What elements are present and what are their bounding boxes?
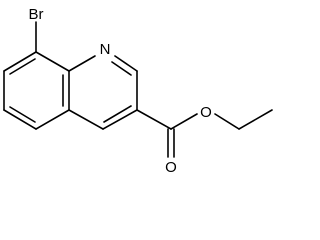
bond-c4-c4a bbox=[68, 109, 104, 130]
bond-c5-c6-inner bbox=[9, 106, 36, 123]
atom-o-ester-label: O bbox=[200, 104, 212, 121]
bond-c8a-n1 bbox=[68, 55, 96, 72]
atom-labels: Br N O O bbox=[29, 6, 212, 176]
bonds bbox=[3, 21, 273, 158]
bond-c3-ccarbonyl bbox=[136, 109, 172, 130]
bond-oester-ch2 bbox=[214, 113, 240, 130]
bond-c7-c8-inner bbox=[9, 58, 36, 75]
bond-c3-c4-inner bbox=[103, 105, 132, 123]
bond-c4a-c5 bbox=[35, 109, 70, 130]
bond-ccarbonyl-oester bbox=[170, 113, 198, 130]
bond-n1-c2 bbox=[114, 55, 138, 72]
atom-o-carbonyl-label: O bbox=[165, 159, 177, 176]
bond-c8-c8a bbox=[35, 51, 70, 72]
bond-c3-c4 bbox=[102, 109, 138, 130]
bond-ch2-ch3 bbox=[238, 109, 273, 130]
bond-c5-c6 bbox=[3, 109, 37, 130]
atom-br-label: Br bbox=[29, 6, 44, 23]
bond-n1-c2-inner bbox=[111, 61, 132, 76]
bond-c7-c8 bbox=[3, 51, 37, 72]
atom-n-label: N bbox=[100, 41, 111, 58]
molecule-structure: Br N O O bbox=[3, 6, 273, 176]
